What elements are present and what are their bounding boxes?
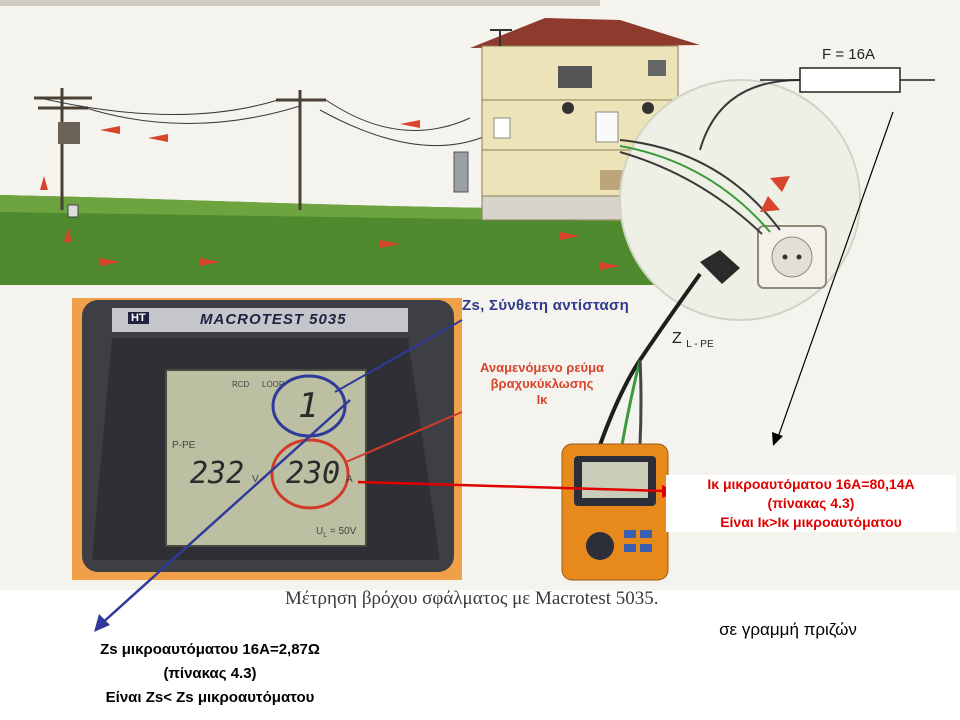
transformer-box	[58, 122, 80, 144]
fuse-rating: F = 16A	[822, 46, 875, 63]
lcd-rcd-indicator: RCD	[232, 380, 250, 389]
cropped-text-strip	[0, 0, 600, 6]
lcd-ul-limit: UL = 50V	[316, 526, 357, 539]
test-lead-green	[620, 359, 642, 446]
flow-arrow-socket	[770, 176, 790, 192]
loop-impedance-symbol: Z L - PE	[672, 330, 714, 351]
lcd-reading-right: 230	[286, 456, 341, 491]
ik-note-line-2: (πίνακας 4.3)	[767, 495, 855, 511]
zs-note-line-2: (πίνακας 4.3)	[163, 665, 257, 682]
utility-pole-left	[34, 88, 92, 210]
meter-logo: HT	[128, 312, 149, 324]
socket-line-note: σε γραμμή πριζών	[672, 618, 904, 642]
ik-highlight-circle	[270, 438, 350, 510]
ik-breaker-note: Ικ μικροαυτόματου 16Α=80,14Α (πίνακας 4.…	[666, 475, 956, 532]
ik-label-pointer	[345, 411, 463, 463]
zs-note-line-1: Zs μικροαυτόματου 16Α=2,87Ω	[100, 641, 320, 658]
socket-hole-right	[796, 254, 802, 260]
meter-cabinet	[453, 151, 469, 193]
ik-note-arrow	[357, 480, 665, 493]
lcd-loop-indicator: LOOP	[262, 380, 285, 389]
socket-hole-left	[782, 254, 788, 260]
plug	[700, 250, 740, 284]
zs-label-pointer	[334, 319, 463, 393]
ik-note-line-1: Ικ μικροαυτόματου 16Α=80,14Α	[707, 476, 915, 492]
utility-pole-middle	[276, 90, 326, 210]
current-flow-arrows	[40, 120, 620, 270]
socket-face	[771, 236, 813, 278]
zs-impedance-label: Zs, Σύνθετη αντίσταση	[462, 297, 630, 314]
ik-label-line-2: βραχυκύκλωσης	[490, 376, 594, 391]
lcd-zs-reading: 1	[298, 386, 319, 426]
fuse-box	[799, 67, 901, 93]
wiring-curves	[619, 79, 900, 235]
ik-label-line-1: Αναμενόμενο ρεύμα	[479, 360, 605, 375]
lcd-unit-v: V	[252, 474, 259, 485]
flow-arrow-socket-2	[760, 196, 780, 212]
fuse-pointer-arrowhead	[772, 432, 783, 446]
ik-current-label: Αναμενόμενο ρεύμα βραχυκύκλωσης Ικ	[452, 360, 632, 408]
zs-note-arrow	[99, 399, 351, 626]
meter-instrument	[561, 443, 669, 581]
power-lines	[39, 97, 489, 147]
lcd-mode: P-PE	[172, 440, 196, 451]
test-lead-grey	[638, 359, 643, 446]
lcd-unit-a: A	[346, 474, 353, 485]
fuse-pointer-arrow	[776, 111, 894, 441]
zs-note-arrowhead	[94, 614, 110, 632]
test-cable	[598, 272, 702, 446]
zs-note-line-3: Είναι Zs< Zs μικροαυτόματου	[105, 689, 315, 706]
lcd-reading-left: 232	[190, 456, 245, 491]
figure-caption: Μέτρηση βρόχου σφάλματος με Macrotest 50…	[285, 588, 659, 609]
zs-breaker-note: Zs μικροαυτόματου 16Α=2,87Ω (πίνακας 4.3…	[40, 638, 380, 710]
ik-note-line-3: Είναι Ικ>Ικ μικροαυτόματου	[720, 514, 902, 530]
meter-brand: MACROTEST 5035	[200, 311, 347, 328]
ik-label-line-3: Ικ	[536, 392, 548, 407]
meter-photo	[72, 298, 462, 580]
ground-rod-box	[67, 204, 79, 218]
